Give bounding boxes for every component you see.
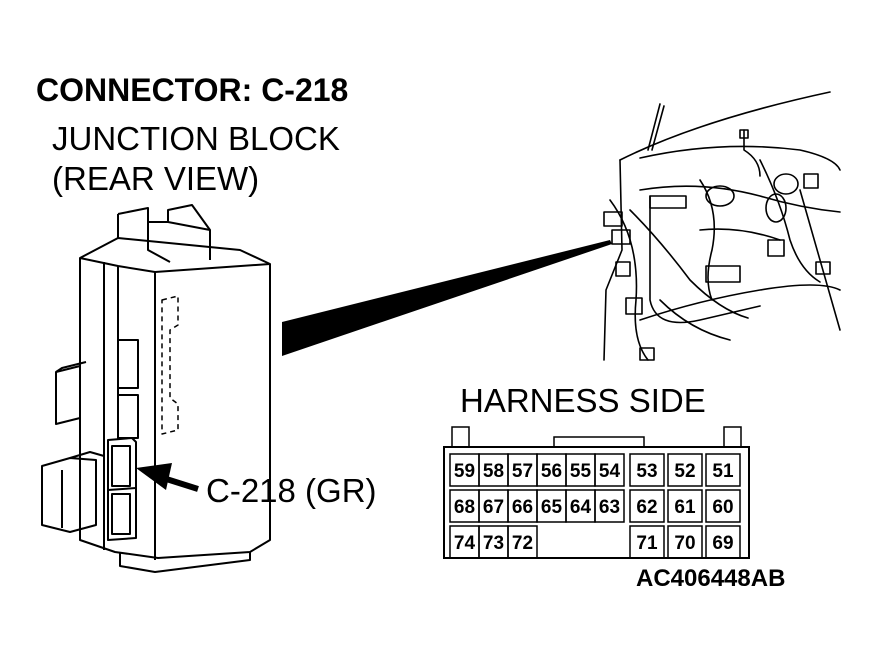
connector-lock-left (451, 426, 470, 448)
pin-number: 52 (674, 461, 695, 482)
location-pointer-wedge (282, 240, 612, 356)
pin-number: 57 (512, 461, 533, 482)
pin-number: 66 (512, 497, 533, 518)
figure-id: AC406448AB (636, 565, 786, 592)
pin-number: 71 (636, 533, 658, 554)
callout-arrow (136, 463, 199, 492)
pin-cavity (705, 525, 741, 559)
pin-number: 61 (674, 497, 696, 518)
pin-grid: 59 58 57 56 55 54 53 52 51 68 67 66 65 64 63 62 61 60 74 73… (449, 453, 741, 559)
connector-key (553, 436, 645, 448)
pin-cavity (629, 489, 665, 523)
pin-cavity (667, 489, 703, 523)
connector-housing (443, 446, 750, 559)
view-label: (REAR VIEW) (52, 160, 260, 197)
connector-lock-right (723, 426, 742, 448)
pin-cavity (667, 453, 703, 487)
pin-number: 68 (454, 497, 475, 518)
pin-cavity (705, 489, 741, 523)
pin-cavity (594, 489, 625, 523)
pin-cavity (667, 525, 703, 559)
pin-number: 59 (454, 461, 475, 482)
connector-callout: C-218 (GR) (206, 472, 377, 509)
pin-number: 51 (712, 461, 734, 482)
pin-cavity (594, 453, 625, 487)
pin-number: 70 (674, 533, 695, 554)
pin-number: 54 (599, 461, 621, 482)
pin-number: 53 (636, 461, 657, 482)
pin-cavity (507, 525, 538, 559)
pin-number: 65 (541, 497, 563, 518)
pin-cavity (705, 453, 741, 487)
junction-block-drawing (41, 204, 271, 573)
pin-number: 56 (541, 461, 562, 482)
harness-connector-face: 59 58 57 56 55 54 53 52 51 68 67 66 65 64 63 62 61 60 74 73… (443, 426, 750, 559)
pin-number: 72 (512, 533, 533, 554)
pin-number: 55 (570, 461, 592, 482)
pin-cavity (629, 525, 665, 559)
component-name: JUNCTION BLOCK (52, 120, 340, 157)
pin-number: 62 (636, 497, 657, 518)
pin-number: 73 (483, 533, 504, 554)
pin-number: 69 (712, 533, 733, 554)
pin-number: 67 (483, 497, 504, 518)
pin-number: 64 (570, 497, 592, 518)
pin-number: 63 (599, 497, 620, 518)
connector-title: CONNECTOR: C-218 (36, 72, 349, 108)
pin-number: 60 (712, 497, 733, 518)
pin-number: 58 (483, 461, 504, 482)
pin-number: 74 (454, 533, 476, 554)
dashboard-harness-illustration (603, 91, 841, 361)
harness-side-label: HARNESS SIDE (460, 382, 706, 419)
pin-cavity (629, 453, 665, 487)
